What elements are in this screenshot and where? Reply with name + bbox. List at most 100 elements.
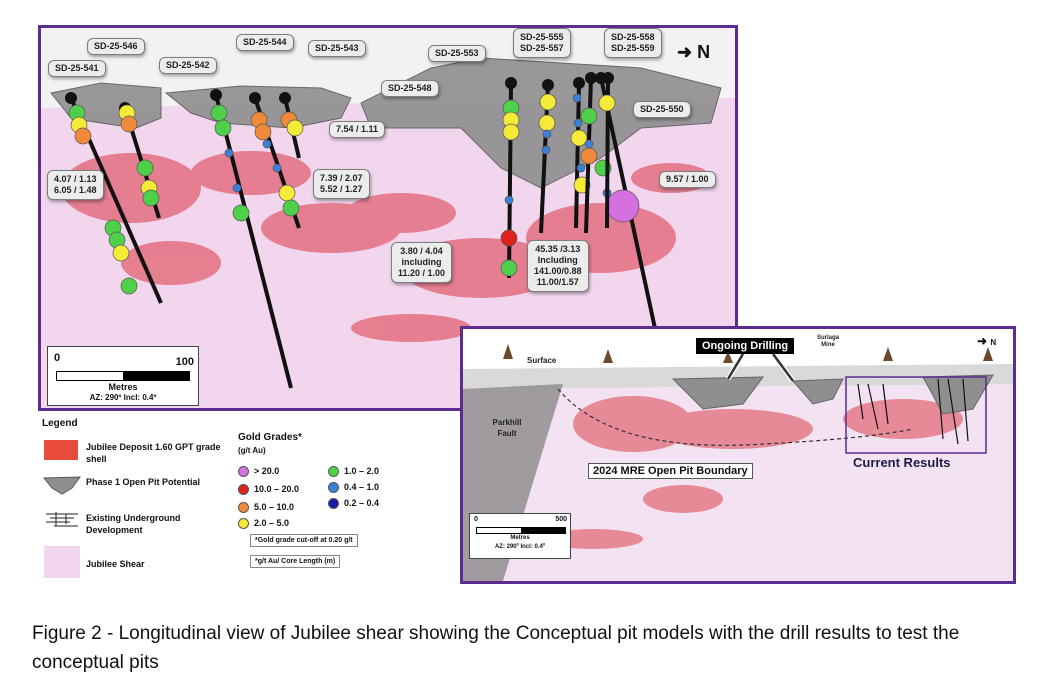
assay-sample — [210, 104, 228, 122]
legend: Legend Jubilee Deposit 1.60 GPT grade sh… — [40, 414, 440, 589]
assay-sample — [500, 259, 518, 277]
drill-collar — [573, 77, 585, 89]
assay-value: 4.07 / 1.13 — [54, 174, 97, 184]
hole-label-sd-25-558: SD-25-558 — [611, 32, 655, 42]
assay-sample — [232, 183, 242, 193]
current-results-box — [845, 376, 987, 454]
assay-sample — [572, 93, 582, 103]
legend-underground: Existing Underground Development — [86, 513, 181, 535]
inset-deposit — [543, 396, 963, 549]
hole-label-sd-25-543: SD-25-543 — [308, 40, 366, 57]
scale-unit: Metres — [108, 382, 138, 392]
legend-shear: Jubilee Shear — [86, 559, 145, 569]
main-longitudinal-view: SD-25-541 SD-25-546 SD-25-542 SD-25-544 … — [38, 25, 738, 411]
pit-boundary-line — [557, 388, 914, 446]
hole-label-sd-25-558-559: SD-25-558 SD-25-559 — [604, 28, 662, 58]
assay-value: 11.00/1.57 — [536, 277, 579, 287]
assay-result-sd-25-541: 4.07 / 1.13 6.05 / 1.48 — [47, 170, 104, 200]
assay-sample — [580, 147, 598, 165]
inset-scale-orientation: AZ: 290º Incl: 0.4º — [494, 544, 546, 550]
assay-value: 141.00/0.88 — [534, 266, 582, 276]
assay-sample — [272, 163, 282, 173]
assay-sample — [580, 107, 598, 125]
assay-sample — [142, 189, 160, 207]
mine-label: Surlaga Mine — [816, 335, 839, 348]
assay-sample — [120, 115, 138, 133]
inset-scale-start: 0 — [474, 516, 478, 523]
drill-collar — [65, 92, 77, 104]
fault-label: Parkhill Fault — [492, 418, 522, 438]
assay-result-sd-25-543: 7.54 / 1.11 — [329, 121, 386, 138]
assay-sample — [120, 277, 138, 295]
scale-orientation: AZ: 290º Incl: 0.4º — [89, 393, 157, 402]
inset-scale-graphic — [476, 527, 566, 534]
assay-result-sd-25-553: 3.80 / 4.04 including 11.20 / 1.00 — [391, 242, 453, 283]
assay-sample — [74, 127, 92, 145]
hole-label-sd-25-559: SD-25-559 — [611, 43, 655, 53]
assay-sample — [278, 184, 296, 202]
cutoff-note: *Gold grade cut-off at 0.20 g/t — [250, 534, 358, 547]
grade-dot — [328, 498, 339, 509]
inset-drill-holes — [857, 378, 969, 445]
surface-label: Surface — [527, 356, 557, 365]
assay-sample — [502, 123, 520, 141]
drill-holes — [65, 72, 658, 389]
longitudinal-section-graphic — [41, 57, 735, 408]
pit-boundary-label: 2024 MRE Open Pit Boundary — [588, 463, 753, 479]
grade-label: 0.4 – 1.0 — [344, 482, 380, 492]
arrow-right-icon: ➜ — [977, 334, 988, 348]
assay-sample — [282, 199, 300, 217]
grade-dot — [238, 466, 249, 477]
hole-label-sd-25-555: SD-25-555 — [520, 32, 564, 42]
grade-label: 1.0 – 2.0 — [344, 466, 380, 476]
assay-sample — [541, 145, 551, 155]
units-note: *g/t Au/ Core Length (m) — [250, 555, 341, 568]
figure-caption: Figure 2 - Longitudinal view of Jubilee … — [32, 623, 960, 673]
assay-sample — [598, 94, 616, 112]
north-label: N — [697, 42, 711, 62]
grade-dot — [328, 466, 339, 477]
grades-title: Gold Grades* — [238, 432, 302, 443]
assay-sample — [224, 148, 234, 158]
drill-collar — [602, 72, 614, 84]
assay-value: 3.80 / 4.04 — [400, 246, 443, 256]
ongoing-arrows-outline — [726, 353, 795, 382]
scale-graphic — [56, 371, 190, 381]
grade-label: 10.0 – 20.0 — [254, 484, 300, 494]
assay-value: 45.35 /3.13 — [535, 244, 581, 254]
inset-north-label: N — [990, 338, 997, 347]
assay-value: 7.39 / 2.07 — [320, 173, 363, 183]
tree-icons — [503, 344, 993, 363]
scale-end: 100 — [175, 356, 194, 368]
north-arrow: ➜ N — [677, 42, 710, 63]
grade-dot — [328, 482, 339, 493]
assay-sample — [136, 159, 154, 177]
assay-sample — [262, 139, 272, 149]
assay-value: including — [401, 257, 442, 267]
deposit-swatch — [44, 440, 78, 460]
assay-sample — [570, 129, 588, 147]
assay-value: 6.05 / 1.48 — [54, 185, 97, 195]
assay-value: 5.52 / 1.27 — [320, 184, 363, 194]
assay-sample — [606, 189, 640, 223]
inset-scale-end: 500 — [555, 516, 567, 523]
assay-sample — [576, 163, 586, 173]
assay-sample — [254, 123, 272, 141]
drill-collar — [210, 89, 222, 101]
grade-dot — [238, 502, 249, 513]
hole-label-sd-25-548: SD-25-548 — [381, 80, 439, 97]
drill-collar — [249, 92, 261, 104]
drill-collar — [542, 79, 554, 91]
grade-dot — [238, 484, 249, 495]
hole-label-sd-25-557: SD-25-557 — [520, 43, 564, 53]
legend-pit: Phase 1 Open Pit Potential — [86, 477, 201, 487]
hole-label-sd-25-542: SD-25-542 — [159, 57, 217, 74]
current-results-label: Current Results — [853, 455, 951, 470]
assay-sample — [500, 229, 518, 247]
hole-label-sd-25-546: SD-25-546 — [87, 38, 145, 55]
assay-sample — [232, 204, 250, 222]
inset-overview-map: Surface Ongoing Drilling Surlaga Mine ➜ … — [460, 326, 1016, 584]
grade-label: > 20.0 — [254, 466, 280, 476]
assay-result-sd-25-559: 45.35 /3.13 Including 141.00/0.88 11.00/… — [527, 240, 589, 292]
scale-start: 0 — [54, 352, 61, 364]
